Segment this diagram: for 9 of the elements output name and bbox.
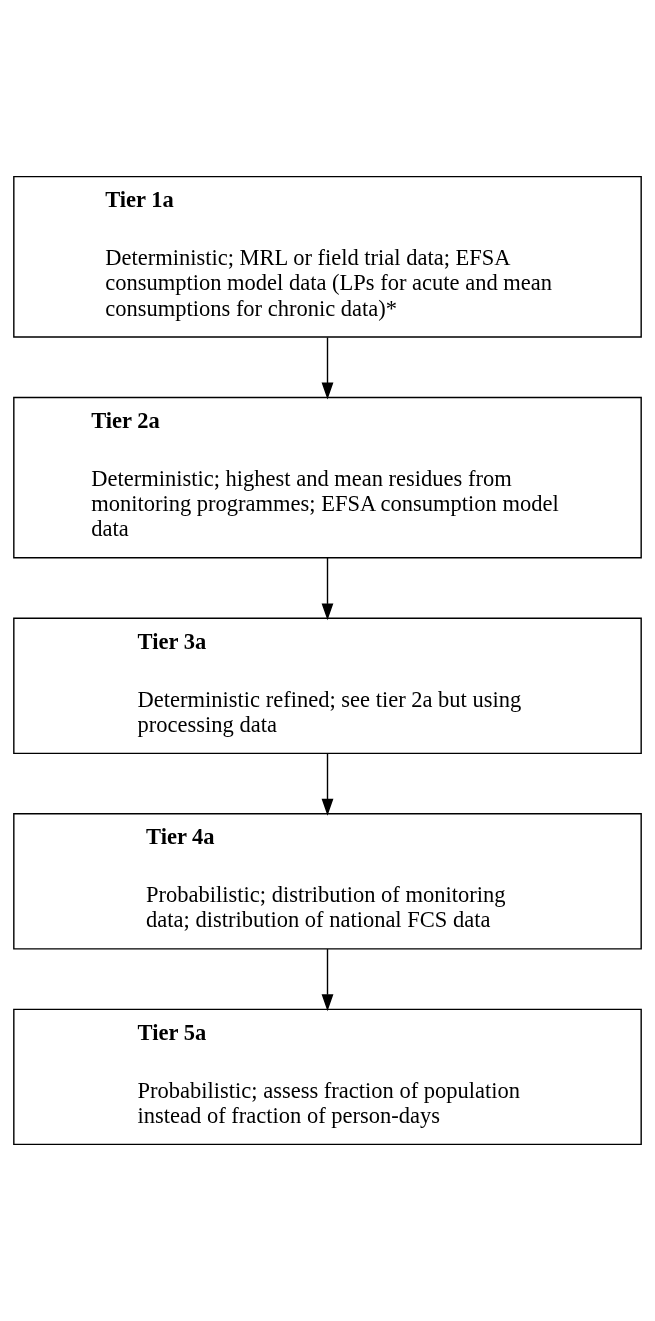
node-box: Tier 2a Deterministic; highest and mean residues from monitoring programmes; EFSA consumption model data — [13, 396, 642, 559]
node-box: Tier 1a Deterministic; MRL or field trial data; EFSA consumption model data (LPs for acute and mean consumptions for chronic data)* — [13, 175, 642, 338]
arrow — [321, 752, 334, 816]
arrow — [321, 948, 334, 1012]
arrow — [321, 557, 334, 621]
arrow — [321, 336, 334, 400]
node-box: Tier 5a Probabilistic; assess fraction of population instead of fraction of person-days — [13, 1008, 642, 1146]
node-box: Tier 4a Probabilistic; distribution of monitoring data; distribution of national FCS data — [13, 813, 642, 950]
node-box: Tier 3a Deterministic refined; see tier 2a but using processing data — [13, 617, 642, 755]
